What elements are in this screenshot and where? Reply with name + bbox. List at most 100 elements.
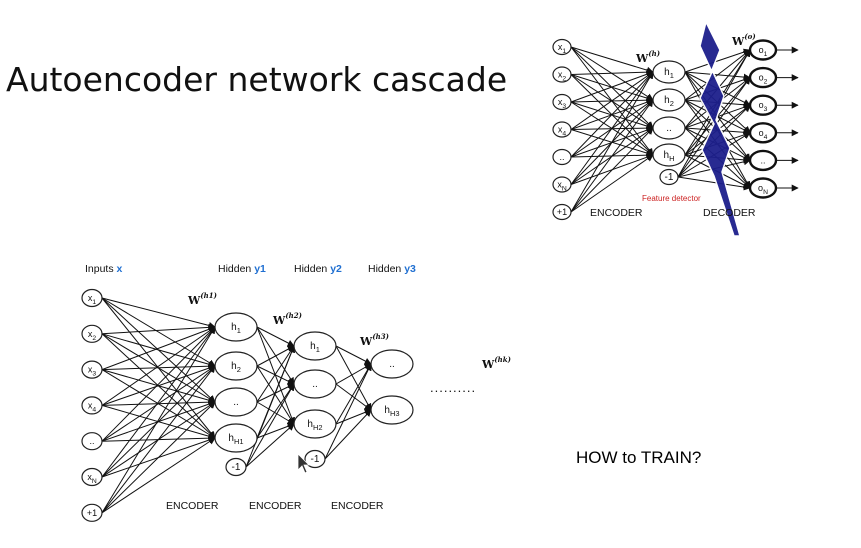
- top-output-node-2-label: o3: [759, 100, 768, 113]
- connection-line: [570, 71, 654, 158]
- top-hidden-node-1: [652, 88, 686, 112]
- top-input-node-0: [552, 38, 572, 56]
- cascade-layer3-node-0-label: ..: [389, 359, 395, 370]
- top-output-node-3-label: o4: [759, 128, 768, 141]
- top-input-node-2-label: x3: [558, 97, 567, 110]
- cascade-layer1-node-1-label: h2: [231, 361, 241, 374]
- top-hidden-node-2: [652, 116, 686, 140]
- connection-line: [335, 345, 372, 365]
- connection-line: [101, 333, 216, 368]
- connection-line: [101, 437, 216, 514]
- cascade-layer2-node-2-label: hH2: [307, 419, 322, 432]
- cascade-encoder-label-2: ENCODER: [249, 500, 302, 512]
- connection-line: [335, 383, 372, 411]
- cascade-input-node-0: [81, 288, 103, 308]
- cascade-layer1-node-4: [225, 457, 247, 477]
- cascade-weight-3: W(h3): [359, 332, 389, 348]
- connection-line: [101, 364, 216, 406]
- cascade-weight-1: W(h1): [187, 291, 217, 307]
- connection-line: [324, 409, 372, 460]
- connection-line: [245, 423, 295, 468]
- connection-line: [570, 68, 654, 76]
- cascade-input-node-6: [81, 503, 103, 522]
- connection-line: [245, 383, 295, 468]
- connection-line: [101, 325, 216, 371]
- cascade-layer2-node-1-label: ..: [312, 379, 318, 390]
- cascade-layer1-node-1: [214, 351, 258, 381]
- connection-line: [245, 345, 295, 468]
- connection-line: [256, 365, 295, 425]
- top-input-node-6-label: +1: [557, 207, 567, 217]
- connection-line: [570, 46, 654, 74]
- connection-line: [101, 362, 216, 371]
- top-input-node-0-label: x1: [558, 42, 567, 55]
- cascade-input-node-6-label: +1: [87, 508, 97, 518]
- connection-line: [677, 176, 751, 191]
- top-output-node-3: [748, 122, 778, 144]
- connection-line: [101, 323, 216, 335]
- top-hidden-node-1-label: h2: [664, 95, 674, 108]
- top-output-node-4-label: ..: [760, 155, 765, 165]
- top-output-node-1: [748, 66, 778, 89]
- cascade-layer2-node-1: [293, 369, 337, 399]
- top-input-node-6: [552, 203, 572, 221]
- cascade-layer3-node-0: [370, 349, 414, 379]
- cascade-input-node-1-label: x2: [88, 329, 97, 342]
- mouse-cursor-icon: [297, 453, 310, 474]
- cascade-layer2-node-3-label: -1: [311, 454, 320, 465]
- inputs-header: Inputs x: [85, 263, 123, 275]
- connection-line: [570, 71, 654, 185]
- top-input-node-1-label: x2: [558, 70, 567, 83]
- connection-line: [684, 49, 751, 101]
- slide-title: Autoencoder network cascade: [6, 60, 508, 99]
- top-hidden-node-0-label: h1: [664, 67, 674, 80]
- cascade-input-node-1: [81, 324, 103, 343]
- top-input-node-5-label: xN: [557, 180, 567, 193]
- connection-line: [256, 326, 295, 347]
- cascade-input-node-4: [81, 432, 103, 451]
- connection-line: [256, 345, 295, 403]
- top-output-node-1-label: o2: [759, 73, 768, 86]
- connection-line: [684, 48, 751, 73]
- lightning-separator: [699, 19, 741, 237]
- top-hidden-node-3-label: hH: [664, 150, 675, 163]
- connection-line: [570, 71, 654, 130]
- feature-detector-label: Feature detector: [642, 194, 701, 203]
- cascade-layer2-node-0-label: h1: [310, 341, 320, 354]
- cascade-input-node-3-label: x4: [88, 400, 97, 413]
- connection-line: [256, 383, 295, 439]
- connection-line: [101, 365, 216, 514]
- connection-line: [570, 70, 654, 103]
- question-text: HOW to TRAIN?: [576, 448, 702, 467]
- cascade-input-node-2: [81, 360, 103, 379]
- cascade-layer1-node-4-label: -1: [232, 462, 241, 473]
- top-input-node-1: [552, 66, 572, 83]
- cascade-input-node-5: [81, 467, 103, 487]
- hidden-y3-header: Hidden y3: [368, 263, 416, 275]
- connection-line: [101, 326, 216, 514]
- connection-line: [101, 326, 216, 478]
- cascade-layer1-node-0-label: h1: [231, 322, 241, 335]
- connection-line: [570, 71, 654, 213]
- cascade-layer3-node-1: [370, 395, 414, 425]
- top-weight-output: W(o): [731, 32, 756, 48]
- top-input-node-4-label: ..: [559, 152, 564, 162]
- connection-line: [335, 345, 372, 411]
- top-hidden-node-4: [659, 168, 679, 186]
- top-output-node-4: [748, 149, 778, 172]
- connection-line: [256, 345, 295, 367]
- top-input-node-3: [552, 121, 572, 138]
- cascade-weight-2: W(h2): [272, 311, 302, 327]
- connection-line: [256, 401, 295, 425]
- cascade-layer1-node-3: [214, 423, 258, 453]
- cascade-encoder-label-3: ENCODER: [331, 500, 384, 512]
- top-encoder-label: ENCODER: [590, 207, 643, 219]
- connection-line: [101, 326, 216, 442]
- connection-line: [570, 99, 654, 213]
- cascade-layer1-node-2: [214, 387, 258, 417]
- top-output-node-2: [748, 94, 778, 116]
- cascade-input-node-5-label: xN: [87, 472, 97, 485]
- cascade-layer2-node-3: [304, 449, 326, 469]
- connection-line: [335, 363, 372, 425]
